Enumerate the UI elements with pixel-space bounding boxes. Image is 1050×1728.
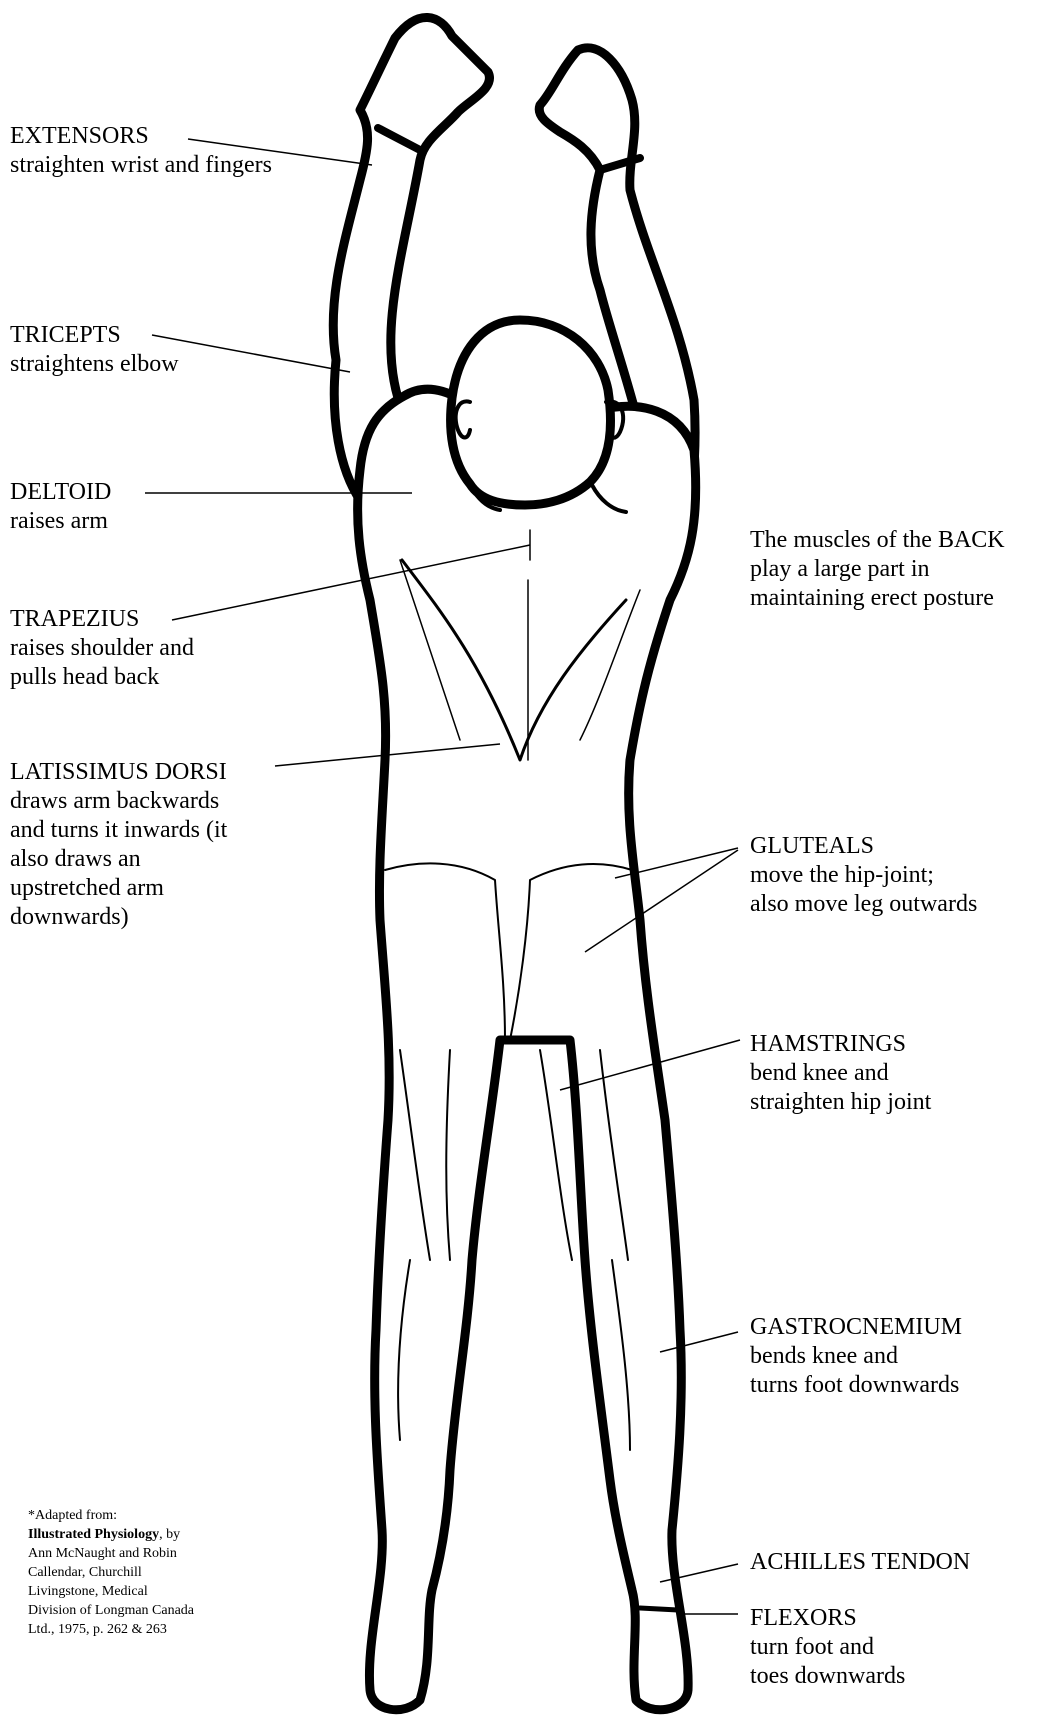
credit-book-line: Illustrated Physiology, by: [28, 1525, 194, 1544]
label-title: EXTENSORS: [10, 122, 272, 151]
label-gastrocnemium: GASTROCNEMIUM bends knee and turns foot …: [750, 1313, 962, 1400]
label-flexors: FLEXORS turn foot and toes downwards: [750, 1604, 905, 1691]
credit-book-suffix: , by: [159, 1527, 180, 1542]
label-title: HAMSTRINGS: [750, 1030, 931, 1059]
label-title: TRAPEZIUS: [10, 605, 194, 634]
label-deltoid: DELTOID raises arm: [10, 478, 111, 536]
label-desc-line: downwards): [10, 903, 227, 932]
head: [451, 320, 611, 505]
label-tricepts: TRICEPTS straightens elbow: [10, 321, 179, 379]
source-credit: *Adapted from: Illustrated Physiology, b…: [28, 1506, 194, 1639]
label-desc-line: turn foot and: [750, 1633, 905, 1662]
label-desc-line: The muscles of the BACK: [750, 526, 1005, 555]
label-hamstrings: HAMSTRINGS bend knee and straighten hip …: [750, 1030, 931, 1117]
label-desc-line: bend knee and: [750, 1059, 931, 1088]
label-desc-line: straighten wrist and fingers: [10, 151, 272, 180]
label-trapezius: TRAPEZIUS raises shoulder and pulls head…: [10, 605, 194, 692]
label-desc-line: straighten hip joint: [750, 1088, 931, 1117]
label-desc-line: maintaining erect posture: [750, 584, 1005, 613]
ankle-band: [640, 1608, 678, 1610]
label-title: FLEXORS: [750, 1604, 905, 1633]
label-desc-line: move the hip-joint;: [750, 861, 977, 890]
label-title: DELTOID: [10, 478, 111, 507]
label-back-note: The muscles of the BACK play a large par…: [750, 526, 1005, 613]
label-desc-line: also draws an: [10, 845, 227, 874]
label-gluteals: GLUTEALS move the hip-joint; also move l…: [750, 832, 977, 919]
label-desc-line: raises arm: [10, 507, 111, 536]
label-title: TRICEPTS: [10, 321, 179, 350]
label-desc-line: toes downwards: [750, 1662, 905, 1691]
label-title: GLUTEALS: [750, 832, 977, 861]
label-desc-line: upstretched arm: [10, 874, 227, 903]
label-desc-line: bends knee and: [750, 1342, 962, 1371]
label-desc-line: draws arm backwards: [10, 787, 227, 816]
label-achilles-tendon: ACHILLES TENDON: [750, 1548, 970, 1577]
credit-line: Division of Longman Canada: [28, 1601, 194, 1620]
label-title: LATISSIMUS DORSI: [10, 758, 227, 787]
body-figure: [333, 17, 696, 1709]
credit-line: Ltd., 1975, p. 262 & 263: [28, 1620, 194, 1639]
label-desc-line: pulls head back: [10, 663, 194, 692]
credit-line: Livingstone, Medical: [28, 1582, 194, 1601]
label-title: ACHILLES TENDON: [750, 1548, 970, 1577]
credit-line: Callendar, Churchill: [28, 1563, 194, 1582]
credit-line: *Adapted from:: [28, 1506, 194, 1525]
label-extensors: EXTENSORS straighten wrist and fingers: [10, 122, 272, 180]
label-desc-line: turns foot downwards: [750, 1371, 962, 1400]
label-desc-line: also move leg outwards: [750, 890, 977, 919]
label-latissimus-dorsi: LATISSIMUS DORSI draws arm backwards and…: [10, 758, 227, 932]
credit-line: Ann McNaught and Robin: [28, 1544, 194, 1563]
label-title: GASTROCNEMIUM: [750, 1313, 962, 1342]
label-desc-line: and turns it inwards (it: [10, 816, 227, 845]
label-desc-line: raises shoulder and: [10, 634, 194, 663]
label-desc-line: straightens elbow: [10, 350, 179, 379]
credit-book-title: Illustrated Physiology: [28, 1527, 159, 1542]
label-desc-line: play a large part in: [750, 555, 1005, 584]
tricepts-leader: [152, 335, 350, 372]
